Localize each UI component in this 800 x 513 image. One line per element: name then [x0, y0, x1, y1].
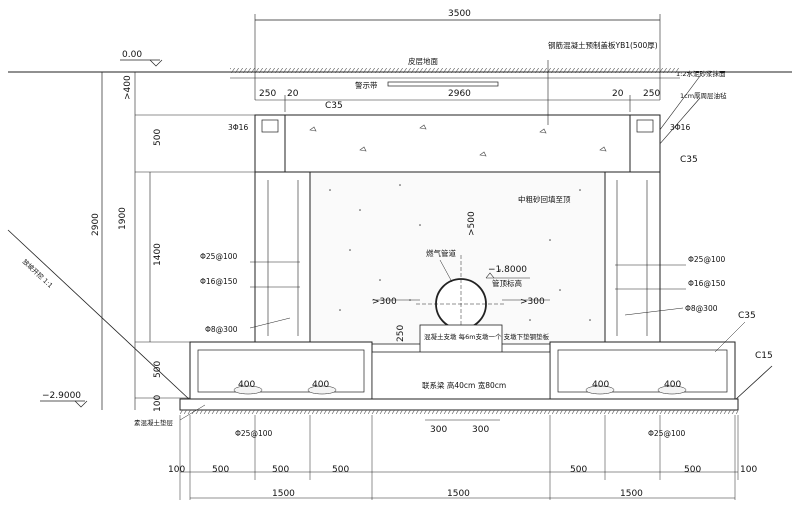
right-footing: 400 400 C35	[549, 311, 756, 400]
bottom-dimension-chain: 100 500 500 500 500 500 100 1500 1500 15…	[168, 415, 757, 500]
rebar-3-16-right: 3Φ16	[670, 123, 690, 132]
dim-100-bot-left: 100	[168, 465, 185, 475]
beam-bottom-dims: 300 300	[425, 419, 500, 435]
dim-500-mid: >500	[467, 211, 477, 236]
dim-500-left-top: 500	[153, 129, 163, 146]
cushion-label: 素混凝土垫层	[134, 418, 174, 427]
ground-level-mark: 0.00	[120, 50, 163, 67]
rebar-25-100-left: Φ25@100	[200, 252, 237, 261]
bottom-level-text: −2.9000	[42, 391, 81, 401]
dim-1400: 1400	[153, 243, 163, 266]
rebar-3-16-left: 3Φ16	[228, 123, 248, 132]
c35-top-label: C35	[325, 101, 343, 111]
pipe-top-elev-label: 管顶标高	[492, 278, 522, 288]
right-wall: C35	[604, 114, 698, 345]
road-surface-label: 皮层地面	[408, 56, 438, 66]
rebar-8-300-left: Φ8@300	[205, 325, 238, 334]
c35-right-label: C35	[680, 155, 698, 165]
dim-500-bot-l3: 500	[332, 465, 349, 475]
dim-1900: 1900	[118, 207, 128, 230]
dim-100-bot-right: 100	[740, 465, 757, 475]
dim-250-right: 250	[643, 89, 660, 99]
ground-surface	[8, 68, 792, 79]
dim-1500-left: 1500	[272, 489, 295, 499]
pipe-support-note: 混凝土支墩 每6m支墩一个 支墩下垫钢垫板	[424, 332, 550, 341]
warning-tape: 警示带 皮层地面	[355, 56, 499, 90]
warning-tape-label: 警示带	[355, 80, 378, 90]
gas-pipe-label: 燃气管道	[426, 248, 456, 258]
footing-400-l1: 400	[238, 380, 255, 390]
c35-footing-label: C35	[738, 311, 756, 321]
rebar-labels-left: 3Φ16 Φ25@100 Φ16@150 Φ8@300	[200, 123, 300, 334]
sand-fill-label: 中粗砂回填至顶	[518, 194, 571, 204]
dim-300-b: 300	[472, 425, 489, 435]
pipe-support: 混凝土支墩 每6m支墩一个 支墩下垫钢垫板 >300 >300 250 400	[372, 297, 550, 388]
left-footing: 400 400	[189, 341, 373, 400]
rebar-25-100-bot-right: Φ25@100	[648, 429, 685, 438]
dim-500-left-bot: 500	[153, 361, 163, 378]
rebar-16-150-right: Φ16@150	[688, 279, 725, 288]
dim-250-left: 250	[259, 89, 276, 99]
dim-1500-right: 1500	[620, 489, 643, 499]
dim-20-right: 20	[612, 89, 624, 99]
ground-level-text: 0.00	[122, 50, 142, 60]
mortar-layer-label: 1:2水泥砂浆抹面	[676, 69, 726, 78]
dim-500-bot-l1: 500	[212, 465, 229, 475]
dim-500-bot-r1: 500	[570, 465, 587, 475]
bottom-level-mark: −2.9000	[40, 391, 88, 408]
dim-500-bot-r2: 500	[684, 465, 701, 475]
cross-beam: 联系梁 高40cm 宽80cm	[371, 351, 551, 400]
dim-300-right-pipe: >300	[520, 297, 545, 307]
plain-concrete-cushion: 素混凝土垫层 C15	[134, 351, 773, 427]
bottom-rebar-labels: Φ25@100 Φ25@100	[235, 429, 685, 438]
footing-400-r2: 400	[664, 380, 681, 390]
dim-250-mid: 250	[396, 325, 406, 342]
pipe-top-level-text: −1.8000	[488, 265, 527, 275]
rebar-labels-right: 3Φ16 Φ25@100 Φ16@150 Φ8@300	[615, 123, 725, 316]
waterproof-layer-label: 1cm厚周层油毡	[680, 91, 727, 100]
top-slab-note: 钢筋混凝土预制盖板YB1(500厚)	[548, 40, 658, 50]
top-cover-slab: C35 钢筋混凝土预制盖板YB1(500厚)	[284, 40, 658, 173]
dim-2900: 2900	[91, 213, 101, 236]
rebar-16-150-left: Φ16@150	[200, 277, 237, 286]
dim-20-left: 20	[287, 89, 299, 99]
dim-100-left: 100	[153, 395, 163, 412]
rebar-25-100-right: Φ25@100	[688, 255, 725, 264]
top-overall-dimension: 3500	[254, 9, 661, 100]
dim-1500-mid: 1500	[447, 489, 470, 499]
c15-label: C15	[755, 351, 773, 361]
top-sub-dimensions: 250 20 2960 20 250	[255, 89, 660, 112]
left-wall	[254, 114, 311, 345]
dim-500-bot-l2: 500	[272, 465, 289, 475]
dim-400-left: >400	[123, 75, 133, 100]
footing-400-r1: 400	[592, 380, 609, 390]
gas-pipe: 燃气管道 −1.8000 管顶标高	[416, 248, 530, 352]
rebar-25-100-bot-left: Φ25@100	[235, 429, 272, 438]
dim-2960: 2960	[448, 89, 471, 99]
dim-300-left-pipe: >300	[372, 297, 397, 307]
excavation-slope-label: 放坡开挖 1:1	[21, 257, 55, 290]
footing-400-l2: 400	[312, 380, 329, 390]
top-overall-dim-text: 3500	[448, 9, 471, 19]
dim-300-a: 300	[430, 425, 447, 435]
cross-beam-label: 联系梁 高40cm 宽80cm	[422, 380, 506, 390]
rebar-8-300-right: Φ8@300	[685, 304, 718, 313]
